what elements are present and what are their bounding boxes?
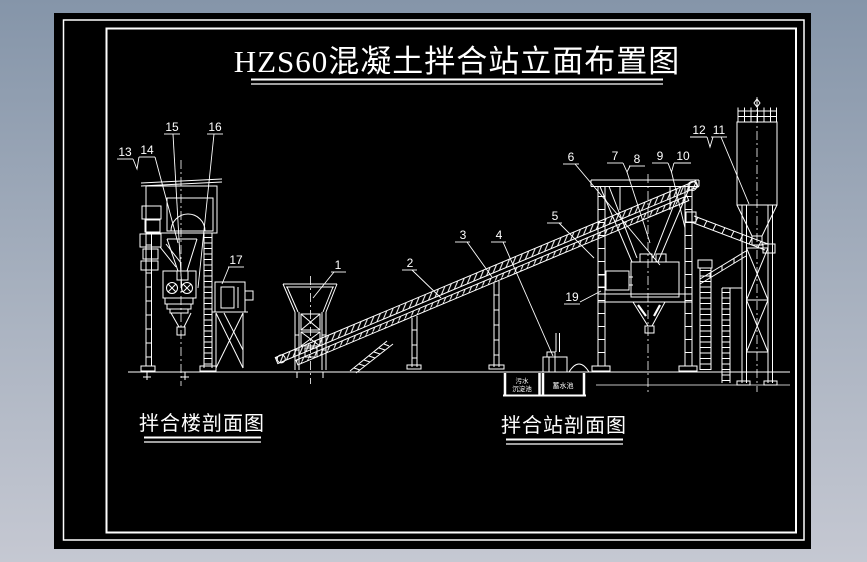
callout-19-number: 19 [565, 290, 579, 304]
centerlines [180, 97, 758, 394]
callout-3-number: 3 [460, 228, 467, 242]
settling-pits-drawing [503, 333, 590, 397]
callout-7-number: 7 [612, 149, 619, 163]
callout-8-number: 8 [634, 152, 641, 166]
callout-15-number: 15 [165, 120, 179, 134]
view-labels: 拌合楼剖面图 拌合站剖面图 [139, 412, 627, 445]
callout-16-number: 16 [208, 120, 222, 134]
callout-5-number: 5 [552, 209, 559, 223]
sheet-border [62, 19, 805, 541]
callout-11: 11 [711, 123, 750, 205]
callout-5: 5 [547, 209, 595, 259]
callout-8: 8 [622, 152, 651, 244]
callout-4: 4 [491, 228, 554, 357]
right-view-label: 拌合站剖面图 [501, 414, 627, 437]
callout-1-number: 1 [335, 258, 342, 272]
callout-1: 1 [312, 258, 346, 299]
callout-3: 3 [455, 228, 493, 278]
pit-labels: 污水 沉淀池 蓄水池 [512, 376, 573, 393]
callout-6: 6 [563, 150, 661, 266]
callout-9: 9 [652, 149, 668, 164]
pit-left-label-line1: 污水 [516, 376, 530, 385]
drawing-frame [105, 27, 797, 534]
left-view-label: 拌合楼剖面图 [139, 412, 265, 435]
mixing-station-drawing [590, 179, 747, 372]
title-block: HZS60混凝土拌合站立面布置图 [234, 44, 681, 85]
mixing-building-drawing [139, 178, 254, 372]
callout-12: 12 [690, 123, 714, 149]
callouts: 1 2 3 4 5 6 7 [117, 120, 750, 357]
callout-2: 2 [402, 256, 442, 299]
callout-14-number: 14 [140, 143, 154, 157]
callout-15: 15 [164, 120, 183, 293]
callout-19: 19 [564, 290, 602, 305]
ground-lines [128, 371, 790, 386]
callout-9-number: 9 [657, 149, 664, 163]
callout-2-number: 2 [407, 256, 414, 270]
callout-17-number: 17 [229, 253, 243, 267]
callout-14: 14 [132, 143, 179, 244]
belt-conveyor-drawing [274, 180, 699, 374]
pit-right-label: 蓄水池 [553, 381, 574, 390]
callout-13-number: 13 [118, 145, 132, 159]
callout-11-number: 11 [713, 123, 726, 137]
model-space [54, 13, 811, 549]
callout-17: 17 [221, 253, 244, 285]
page-title: HZS60混凝土拌合站立面布置图 [234, 44, 681, 79]
callout-10-number: 10 [676, 149, 690, 163]
callout-12-number: 12 [692, 123, 706, 137]
callout-16: 16 [197, 120, 223, 289]
callout-13: 13 [117, 145, 133, 160]
pit-left-label-line2: 沉淀池 [512, 384, 532, 393]
callout-4-number: 4 [496, 228, 503, 242]
callout-10: 10 [667, 149, 691, 229]
callout-6-number: 6 [568, 150, 575, 164]
callout-7: 7 [607, 149, 623, 164]
